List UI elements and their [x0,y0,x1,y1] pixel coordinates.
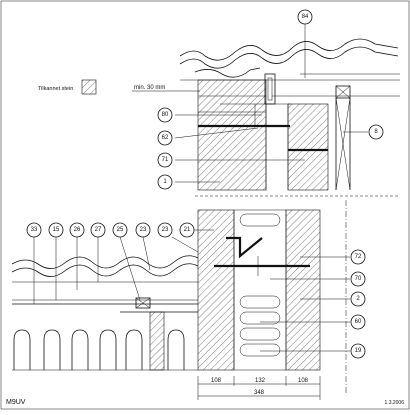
drawing-date: 1.3.2006 [385,400,405,406]
drawing-code: M9UV [6,399,26,406]
callouts: 84 80 62 71 1 8 33 15 26 27 [26,9,384,359]
callout-bubble [90,222,106,238]
callout-23b: 23 [162,227,169,233]
callout-bubble [350,249,366,265]
legend-swatch [81,79,97,95]
callout-19: 19 [355,348,362,354]
callout-bubble [350,343,366,359]
callout-70: 70 [355,276,362,282]
callout-26: 26 [74,227,81,233]
callout-bubble [69,222,85,238]
callout-bubble [48,222,64,238]
callout-bubble [157,107,173,123]
callout-1: 1 [163,179,167,185]
callout-71: 71 [162,157,169,163]
callout-60: 60 [355,319,362,325]
callout-bubble [350,291,366,307]
callout-15: 15 [53,227,60,233]
callout-21: 21 [184,227,191,233]
callout-bubble [26,222,42,238]
dim-132: 132 [255,378,266,384]
callout-bubble [368,124,384,140]
callout-bubble [157,222,173,238]
callout-84: 84 [302,14,309,20]
callout-bubble [112,222,128,238]
min-cover-note: min. 30 mm [134,85,165,91]
callout-bubble [297,9,313,25]
dim-108-left: 108 [211,378,222,384]
top-detail [179,38,400,191]
dimension-lines: 108 132 108 348 [197,376,321,400]
callout-8: 8 [374,129,378,135]
callout-bubble [157,174,173,190]
callout-bubble [350,314,366,330]
callout-bubble [157,130,173,146]
callout-25: 25 [117,227,124,233]
legend-label: Tilkannet stein [38,86,73,92]
callout-80: 80 [162,112,169,118]
bottom-detail [11,200,347,395]
callout-2: 2 [356,296,360,302]
callout-27: 27 [95,227,102,233]
callout-62: 62 [162,135,169,141]
callout-bubble [179,222,195,238]
dim-total: 348 [254,390,265,396]
callout-72: 72 [355,254,362,260]
callout-bubble [157,152,173,168]
callout-33: 33 [31,227,38,233]
callout-bubble [350,271,366,287]
callout-23: 23 [140,227,147,233]
callout-bubble [135,222,151,238]
dim-108-right: 108 [298,378,309,384]
